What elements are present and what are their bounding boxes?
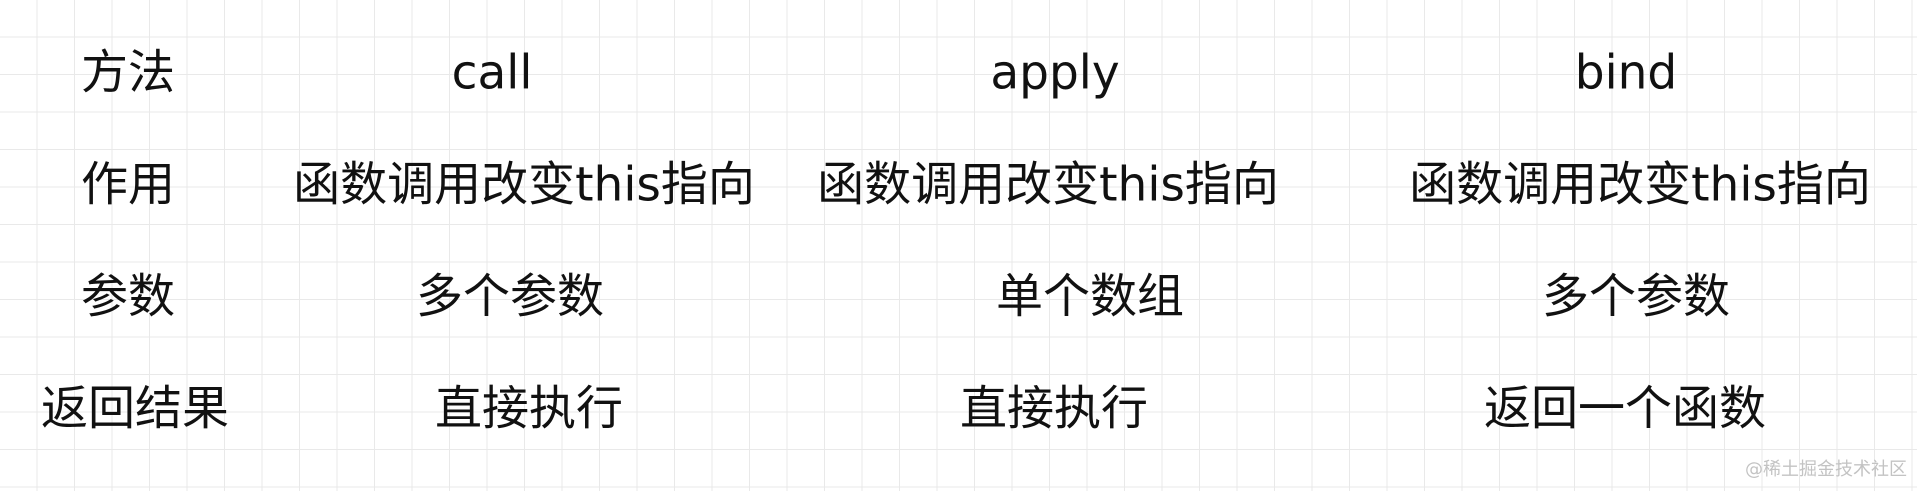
row-label-params: 参数 bbox=[81, 269, 175, 325]
header-call: call bbox=[451, 45, 533, 101]
watermark: @稀土掘金技术社区 bbox=[1745, 459, 1907, 480]
cell-apply-purpose: 函数调用改变this指向 bbox=[817, 157, 1279, 213]
cell-bind-purpose: 函数调用改变this指向 bbox=[1409, 157, 1871, 213]
cell-bind-params: 多个参数 bbox=[1542, 269, 1730, 325]
cell-apply-params: 单个数组 bbox=[996, 269, 1184, 325]
header-apply: apply bbox=[990, 45, 1120, 101]
cell-call-params: 多个参数 bbox=[416, 269, 604, 325]
row-label-purpose: 作用 bbox=[81, 157, 175, 213]
cell-apply-return: 直接执行 bbox=[960, 381, 1148, 437]
header-bind: bind bbox=[1574, 45, 1678, 101]
cell-call-purpose: 函数调用改变this指向 bbox=[293, 157, 755, 213]
row-label-method: 方法 bbox=[81, 45, 175, 101]
cell-bind-return: 返回一个函数 bbox=[1484, 381, 1766, 437]
row-label-return: 返回结果 bbox=[41, 381, 229, 437]
cell-call-return: 直接执行 bbox=[435, 381, 623, 437]
